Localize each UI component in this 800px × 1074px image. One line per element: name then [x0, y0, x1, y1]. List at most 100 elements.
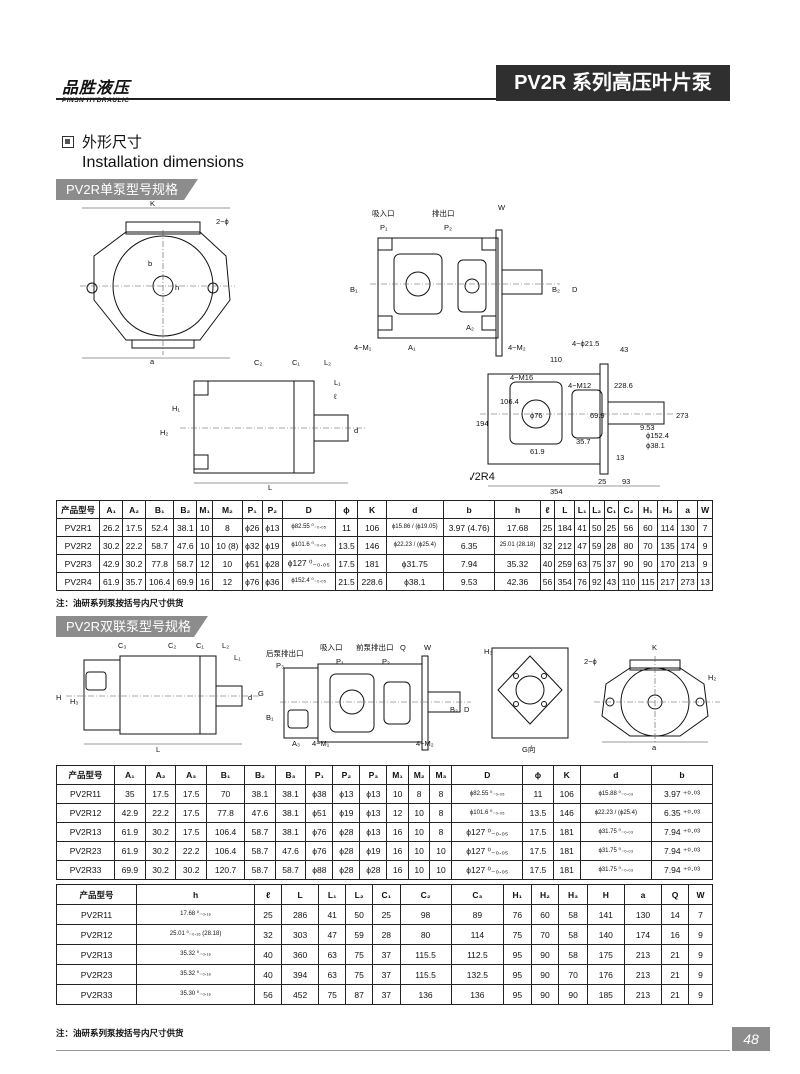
table-cell: 181 [357, 554, 387, 573]
table-cell: 75 [345, 964, 374, 985]
g-direction-view: H₃ G向 [484, 647, 569, 754]
dd-rear: 后泵排出口 [266, 648, 304, 658]
table-cell: 10 [429, 860, 453, 880]
table-cell: ϕ13 [359, 803, 388, 823]
table-cell: 217 [657, 572, 679, 591]
table-cell: 115 [637, 572, 659, 591]
table-cell: 21 [661, 944, 690, 965]
pv2r4-d228: 228.6 [614, 381, 633, 390]
table-cell: 130 [677, 518, 699, 537]
table-cell: 75 [503, 924, 532, 945]
dim-L2: L₂ [324, 358, 331, 367]
table-cell: 394 [281, 964, 320, 985]
table-cell: 16 [196, 572, 214, 591]
dim-K: K [150, 200, 155, 208]
table-cell: 26.2 [99, 518, 124, 537]
table-cell: 10 [386, 784, 409, 804]
table-cell: 87 [345, 984, 374, 1005]
dim-H2: H₂ [160, 428, 168, 437]
table-cell: 56 [618, 518, 639, 537]
table-cell: 90 [530, 944, 560, 965]
table-cell: 115.5 [399, 964, 452, 985]
dim-C2: C₂ [254, 358, 262, 367]
table-cell: PV2R12 [55, 924, 138, 945]
table-cell: 6.35 ⁺⁰·⁰³ [650, 803, 714, 823]
table-cell: ϕ19 [261, 536, 283, 555]
table-cell: 40 [254, 944, 283, 965]
table-cell: 16 [386, 841, 409, 861]
column-header: L₂ [588, 500, 605, 519]
table-cell: 174 [623, 924, 663, 945]
table-cell: 9 [688, 924, 713, 945]
column-header: M₂ [407, 765, 431, 785]
table-cell: 181 [552, 822, 581, 842]
table-cell: 213 [623, 944, 663, 965]
table-cell: 59 [588, 536, 605, 555]
table-cell: 90 [530, 984, 560, 1005]
table-cell: 30.2 [144, 860, 177, 880]
table-cell: 184 [554, 518, 576, 537]
table-cell: 11 [522, 784, 554, 804]
table-cell: 12 [212, 572, 243, 591]
table-cell: 8 [429, 784, 453, 804]
table-cell: 70 [637, 536, 659, 555]
table-cell: 95 [503, 944, 532, 965]
dd-C3: C₃ [118, 641, 126, 650]
dim-L1: L₁ [334, 378, 341, 387]
dd-H: H [56, 693, 61, 702]
pv2r4-d110: 110 [550, 355, 562, 364]
column-header: 产品型号 [55, 765, 116, 785]
table-cell: 136 [399, 984, 452, 1005]
dim-W: W [498, 203, 506, 212]
table-cell: 13 [697, 572, 713, 591]
table-cell: 14 [661, 904, 690, 925]
table-cell: 106 [552, 784, 581, 804]
brand-name-en: PINSN HYDRAULIC [62, 97, 130, 104]
table-cell: 175 [586, 944, 625, 965]
table-cell: 9 [688, 964, 713, 985]
table-cell: 22.2 [144, 803, 177, 823]
table-cell: 16 [386, 822, 409, 842]
table-cell: 114 [657, 518, 679, 537]
table-cell: 50 [588, 518, 605, 537]
table-cell: 30.2 [144, 841, 177, 861]
column-header: B₁ [144, 500, 175, 519]
double-note: 注：油研系列泵按括号内尺寸供货 [56, 1028, 184, 1038]
table-cell: 136 [450, 984, 505, 1005]
pv2r4-phi76: ϕ76 [530, 411, 543, 420]
table-cell: 41 [574, 518, 590, 537]
table-cell: ϕ22.23 / (ϕ25.4) [385, 536, 444, 555]
table-cell: ϕ38.1 [385, 572, 444, 591]
table-cell: 77.8 [206, 803, 246, 823]
table-cell: 32 [254, 924, 283, 945]
table-cell: 90 [618, 554, 639, 573]
table-cell: 37 [372, 964, 401, 985]
dd-W: W [424, 643, 432, 652]
dim-d: d [354, 426, 358, 435]
column-header: B₃ [274, 765, 307, 785]
dd-H2: H₂ [708, 673, 716, 682]
table-cell: ϕ51 [241, 554, 263, 573]
pv2r4-d953: 9.53 [640, 423, 655, 432]
table-cell: 22.2 [175, 841, 208, 861]
pv2r4-name: PV2R4 [470, 471, 495, 483]
table-cell: 21.5 [334, 572, 359, 591]
single-top-view: 吸入口 排出口 P₁ P₂ W B₁ B₂ D 4−M₁ A₁ A₂ 4−M₂ [350, 203, 578, 357]
dd-2phi: 2−ϕ [584, 657, 597, 666]
column-header: A₃ [175, 765, 208, 785]
table-cell: 17.5 [522, 841, 554, 861]
table-cell: 40 [539, 554, 556, 573]
table-cell: ϕ15.86 / (ϕ19.05) [385, 518, 444, 537]
table-cell: 110 [618, 572, 639, 591]
column-header: P₂ [332, 765, 361, 785]
table-cell: 228.6 [357, 572, 387, 591]
dd-L1: L₁ [234, 653, 241, 662]
table-cell: ϕ13 [359, 822, 388, 842]
